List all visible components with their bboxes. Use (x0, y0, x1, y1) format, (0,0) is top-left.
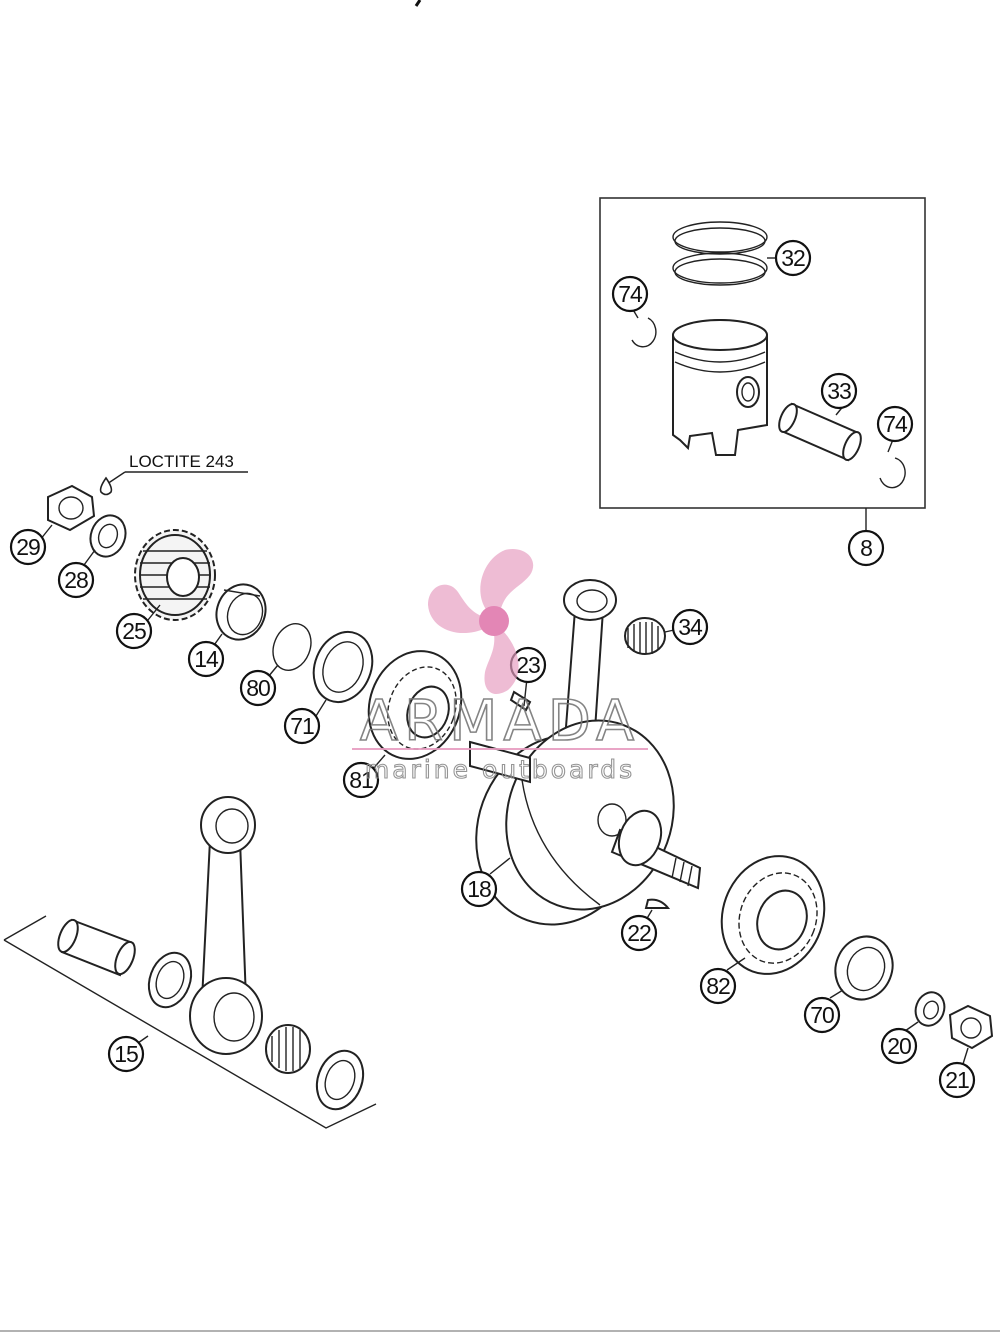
piston (672, 319, 768, 456)
loctite-drop-icon (99, 476, 113, 496)
svg-text:20: 20 (887, 1033, 911, 1059)
svg-text:29: 29 (16, 534, 40, 560)
washer-right (914, 991, 946, 1027)
callout-74-top: 74 (611, 275, 649, 313)
svg-text:82: 82 (706, 973, 730, 999)
primary-gear (134, 529, 216, 621)
callout-15: 15 (107, 1035, 145, 1073)
svg-text:8: 8 (860, 535, 872, 561)
conrod-kit-frame (3, 915, 377, 1129)
callouts: 32 74 33 74 8 29 28 25 14 80 71 81 23 34… (9, 239, 976, 1099)
callout-21: 21 (938, 1061, 976, 1099)
svg-text:33: 33 (827, 378, 851, 404)
svg-text:81: 81 (349, 767, 373, 793)
callout-80: 80 (239, 669, 277, 707)
watermark: ARMADA marine outboards (352, 549, 648, 785)
needle-bearing-upper (624, 617, 666, 655)
watermark-tagline: marine outboards (365, 755, 635, 784)
piston-rings (672, 221, 768, 286)
callout-81: 81 (342, 761, 380, 799)
washer-left (89, 514, 127, 558)
top-edge-mark (414, 0, 422, 7)
callout-32: 32 (774, 239, 812, 277)
svg-text:74: 74 (618, 281, 643, 307)
svg-text:25: 25 (122, 618, 146, 644)
callout-28: 28 (57, 561, 95, 599)
svg-text:15: 15 (114, 1041, 138, 1067)
o-ring (272, 623, 312, 671)
crankshaft (469, 579, 702, 926)
svg-text:14: 14 (194, 646, 219, 672)
svg-text:80: 80 (246, 675, 270, 701)
callout-82: 82 (699, 967, 737, 1005)
callout-25: 25 (115, 612, 153, 650)
callout-22: 22 (620, 914, 658, 952)
callout-14: 14 (187, 640, 225, 678)
svg-text:34: 34 (678, 614, 703, 640)
nut-right (948, 1004, 994, 1050)
callout-70: 70 (803, 996, 841, 1034)
callout-33: 33 (820, 372, 858, 410)
woodruff-key-right (644, 898, 671, 909)
svg-text:22: 22 (627, 920, 651, 946)
callout-8: 8 (847, 529, 885, 567)
callout-18: 18 (460, 870, 498, 908)
callout-71: 71 (283, 707, 321, 745)
callout-34: 34 (671, 608, 709, 646)
bushing (215, 583, 267, 641)
watermark-brand: ARMADA (360, 689, 640, 754)
callout-20: 20 (880, 1027, 918, 1065)
svg-text:71: 71 (290, 713, 314, 739)
svg-text:28: 28 (64, 567, 88, 593)
svg-text:18: 18 (467, 876, 491, 902)
nut-left (47, 484, 96, 532)
main-bearing-left (367, 650, 463, 760)
conrod-kit (3, 796, 377, 1129)
circlip-right (879, 457, 906, 489)
main-bearing-right (720, 855, 826, 975)
shaft-seal-right (834, 935, 894, 1001)
svg-text:74: 74 (883, 411, 908, 437)
circlip-left (631, 317, 657, 348)
loctite-label: LOCTITE 243 (129, 452, 234, 471)
callout-23: 23 (509, 646, 547, 684)
svg-text:23: 23 (516, 652, 540, 678)
piston-kit-group (599, 197, 926, 532)
svg-text:70: 70 (810, 1002, 834, 1028)
svg-text:21: 21 (945, 1067, 969, 1093)
shaft-seal-left (312, 631, 374, 703)
piston-kit-box (599, 197, 926, 509)
propeller-logo-icon (428, 549, 534, 694)
callout-29: 29 (9, 528, 47, 566)
callout-74-right: 74 (876, 405, 914, 443)
svg-text:32: 32 (781, 245, 805, 271)
wrist-pin (778, 402, 862, 462)
loctite-note: LOCTITE 243 (99, 452, 248, 496)
